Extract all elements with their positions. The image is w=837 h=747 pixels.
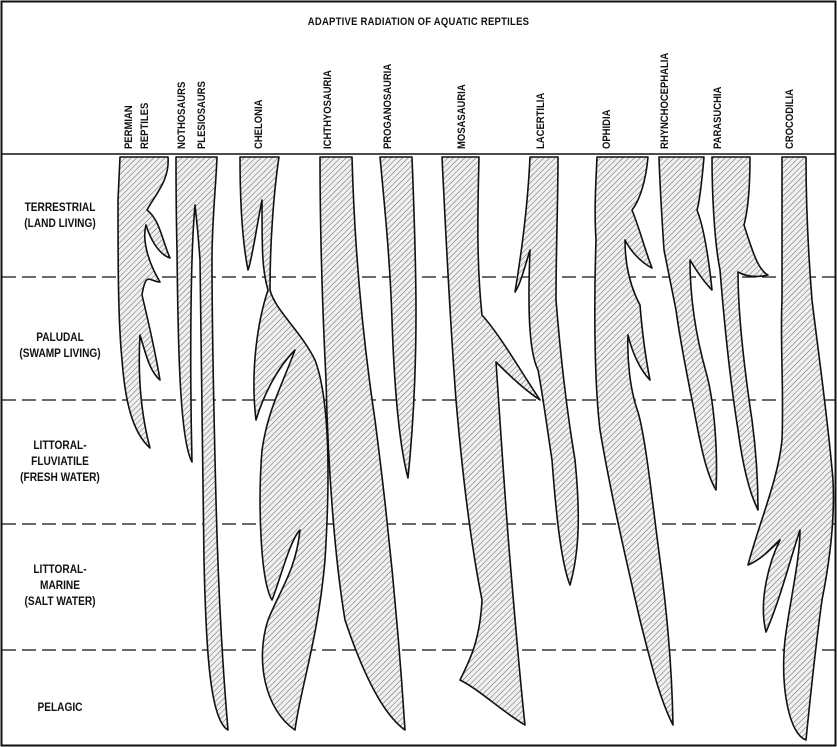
lineage-nothosaurs-plesiosaurs: [176, 157, 228, 730]
lineage-ophidia: [595, 157, 673, 725]
zone-label-line: TERRESTRIAL: [9, 200, 111, 216]
zone-label-pelagic: PELAGIC: [9, 700, 111, 716]
zone-label-littoral-fluviatile: LITTORAL- FLUVIATILE (FRESH WATER): [9, 438, 111, 486]
group-label-text: OPHIDIA: [602, 110, 613, 149]
group-label-text: REPTILES: [140, 103, 151, 149]
group-label-text: PLESIOSAURS: [197, 81, 208, 149]
group-label-text: CHELONIA: [254, 100, 265, 149]
zone-label-line: LITTORAL-: [9, 562, 111, 578]
lineage-crocodilia: [748, 157, 833, 740]
group-label: MOSASAURIA: [457, 74, 468, 149]
zone-label-terrestrial: TERRESTRIAL (LAND LIVING): [9, 200, 111, 232]
zone-label-line: (SWAMP LIVING): [9, 346, 111, 362]
group-label: CROCODILIA: [785, 79, 796, 149]
lineage-rhynchocephalia: [659, 157, 717, 490]
group-label: RHYNCHOCEPHALIA: [660, 37, 671, 149]
group-label: NOTHOSAURS: [177, 71, 188, 149]
group-label: PERMIAN: [124, 98, 135, 149]
group-label: PLESIOSAURS: [197, 70, 208, 149]
lineage-proganosauria: [380, 157, 416, 478]
group-label: OPHIDIA: [602, 103, 613, 149]
zone-label-paludal: PALUDAL (SWAMP LIVING): [9, 330, 111, 362]
zone-label-line: PALUDAL: [9, 330, 111, 346]
group-label: PROGANOSAURIA: [383, 50, 394, 149]
zone-label-line: MARINE: [9, 578, 111, 594]
lineage-lacertilia: [515, 157, 578, 585]
group-label-text: LACERTILIA: [536, 93, 547, 149]
zone-label-line: (LAND LIVING): [9, 216, 111, 232]
zone-label-littoral-marine: LITTORAL- MARINE (SALT WATER): [9, 562, 111, 610]
group-label-text: CROCODILIA: [785, 89, 796, 149]
group-label: CHELONIA: [254, 92, 265, 149]
group-label: PARASUCHIA: [713, 76, 724, 149]
group-label-text: NOTHOSAURS: [177, 82, 188, 149]
lineage-parasuchia: [712, 157, 768, 510]
group-label: LACERTILIA: [536, 84, 547, 149]
group-label: ICHTHYOSAURIA: [323, 57, 334, 149]
zone-label-line: FLUVIATILE: [9, 454, 111, 470]
group-label-text: RHYNCHOCEPHALIA: [660, 53, 671, 149]
group-label-text: PERMIAN: [124, 105, 135, 149]
lineage-permian-reptiles: [118, 157, 170, 448]
zone-label-line: (SALT WATER): [9, 594, 111, 610]
group-label-text: PARASUCHIA: [713, 87, 724, 149]
zone-label-line: (FRESH WATER): [9, 470, 111, 486]
group-label: REPTILES: [140, 95, 151, 149]
zone-label-line: LITTORAL-: [9, 438, 111, 454]
zone-label-line: PELAGIC: [9, 700, 111, 716]
group-label-text: MOSASAURIA: [457, 84, 468, 149]
diagram-title: ADAPTIVE RADIATION OF AQUATIC REPTILES: [60, 16, 776, 28]
group-label-text: PROGANOSAURIA: [383, 64, 394, 149]
group-label-text: ICHTHYOSAURIA: [323, 70, 334, 149]
lineage-chelonia: [240, 157, 328, 730]
